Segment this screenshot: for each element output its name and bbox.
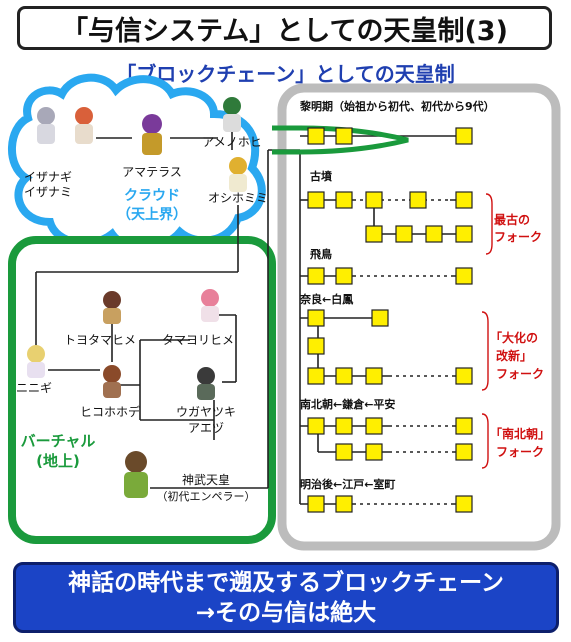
virtual-label-2: (地上) bbox=[36, 452, 80, 470]
block bbox=[307, 191, 325, 209]
fork-nanboku-1: 「南北朝」 bbox=[490, 426, 550, 441]
label-jimmu-2: （初代エンペラー） bbox=[157, 489, 256, 503]
label-oshihomimi: オシホミミ bbox=[208, 191, 268, 205]
label-amaterasu: アマテラス bbox=[122, 165, 182, 179]
fork-nanboku-2: フォーク bbox=[496, 445, 544, 459]
fork-oldest-1: 最古の bbox=[494, 212, 530, 227]
era-dawn: 黎明期（始祖から初代、初代から9代） bbox=[300, 99, 495, 113]
block bbox=[307, 495, 325, 513]
fork-taika-3: フォーク bbox=[496, 367, 544, 381]
label-hikohohode: ヒコホホデ bbox=[80, 404, 140, 419]
fork-oldest-2: フォーク bbox=[494, 230, 542, 244]
summary-line-1: 神話の時代まで遡及するブロックチェーン bbox=[68, 569, 504, 596]
page-title: 「与信システム」としての天皇制(3) bbox=[61, 15, 508, 47]
block bbox=[307, 127, 325, 145]
summary-box: 神話の時代まで遡及するブロックチェーン →その与信は絶大 bbox=[13, 562, 559, 633]
label-ugayafukiaezu-1: ウガヤツキ bbox=[176, 405, 236, 419]
block bbox=[335, 127, 353, 145]
block bbox=[395, 225, 413, 243]
cloud-label-2: （天上界） bbox=[117, 207, 187, 223]
era-nanboku: 南北朝←鎌倉←平安 bbox=[300, 397, 395, 411]
block bbox=[335, 267, 353, 285]
block bbox=[365, 443, 383, 461]
block bbox=[365, 417, 383, 435]
label-toyotamahime: トヨタマヒメ bbox=[64, 333, 136, 347]
label-amenohohi: アメノホヒ bbox=[202, 135, 261, 149]
izanagi-sprite bbox=[37, 107, 55, 144]
block bbox=[425, 225, 443, 243]
era-nara: 奈良←白鳳 bbox=[299, 292, 353, 306]
label-jimmu-1: 神武天皇 bbox=[182, 473, 230, 487]
fork-brackets bbox=[481, 193, 493, 469]
block bbox=[365, 191, 383, 209]
ugayafukiaezu-sprite bbox=[197, 367, 215, 400]
block bbox=[307, 337, 325, 355]
green-fork bbox=[272, 125, 409, 155]
block bbox=[455, 495, 473, 513]
block bbox=[455, 443, 473, 461]
block bbox=[335, 191, 353, 209]
block bbox=[409, 191, 427, 209]
fork-taika-2: 改新」 bbox=[496, 348, 532, 363]
block bbox=[455, 191, 473, 209]
label-ugayafukiaezu-2: アエヅ bbox=[188, 421, 224, 435]
block bbox=[307, 367, 325, 385]
block bbox=[371, 309, 389, 327]
amaterasu-sprite bbox=[142, 114, 162, 155]
summary-line-2: →その与信は絶大 bbox=[195, 599, 377, 626]
virtual-label-1: バーチャル bbox=[21, 432, 96, 450]
amenohohi-sprite bbox=[223, 97, 241, 132]
ninigi-sprite bbox=[27, 345, 45, 378]
era-kofun: 古墳 bbox=[310, 169, 332, 183]
era-meiji: 明治後←江戸←室町 bbox=[300, 477, 395, 491]
title-box: 「与信システム」としての天皇制(3) bbox=[17, 6, 552, 50]
chain-blocks bbox=[307, 127, 473, 513]
label-izanagi: イザナギ bbox=[24, 170, 72, 184]
block bbox=[365, 367, 383, 385]
block bbox=[335, 495, 353, 513]
block bbox=[365, 225, 383, 243]
cloud-shape bbox=[8, 73, 266, 252]
genealogy-lines bbox=[35, 128, 300, 489]
label-ninigi: ニニギ bbox=[16, 381, 52, 395]
block bbox=[455, 267, 473, 285]
label-tamayorihime: タマヨリヒメ bbox=[162, 333, 234, 347]
label-izanami: イザナミ bbox=[24, 185, 72, 199]
block bbox=[335, 443, 353, 461]
block bbox=[455, 225, 473, 243]
cloud-label-1: クラウド bbox=[124, 188, 180, 204]
block bbox=[455, 367, 473, 385]
era-asuka: 飛鳥 bbox=[309, 247, 332, 261]
hikohohode-sprite bbox=[103, 365, 121, 398]
fork-taika-1: 「大化の bbox=[490, 330, 538, 345]
block bbox=[307, 309, 325, 327]
block bbox=[307, 417, 325, 435]
toyotamahime-sprite bbox=[103, 291, 121, 324]
oshihomimi-sprite bbox=[229, 157, 247, 192]
izanami-sprite bbox=[75, 107, 93, 144]
block bbox=[335, 367, 353, 385]
block bbox=[335, 417, 353, 435]
block bbox=[307, 267, 325, 285]
block bbox=[455, 127, 473, 145]
block bbox=[455, 417, 473, 435]
diagram-subtitle: 「ブロックチェーン」としての天皇制 bbox=[116, 62, 455, 86]
tamayorihime-sprite bbox=[201, 289, 219, 322]
jimmu-sprite bbox=[124, 451, 148, 498]
